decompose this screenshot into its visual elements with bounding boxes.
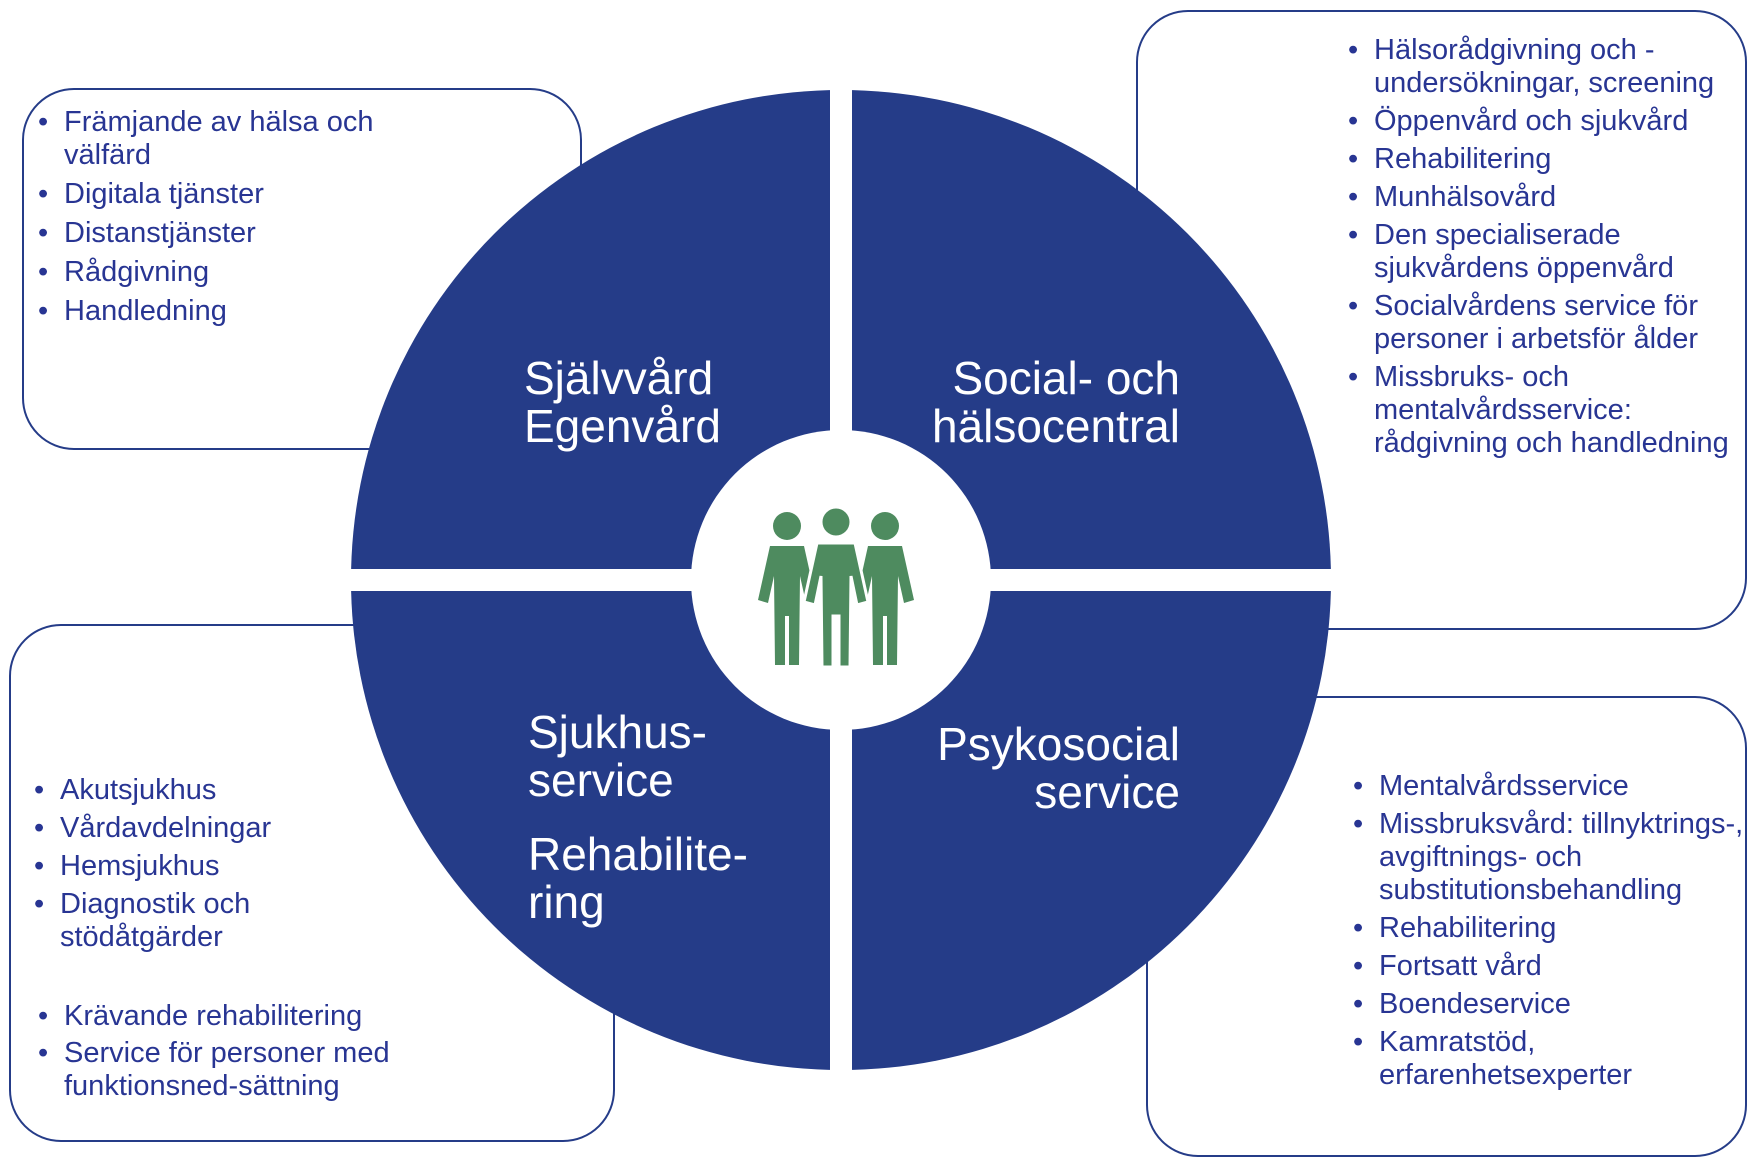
list-item: Hälsorådgivning och -undersökningar, scr… — [1340, 34, 1745, 100]
list-item: Vårdavdelningar — [26, 812, 366, 845]
quadrant-label-line: Social- och — [952, 352, 1180, 404]
quadrant-bottom-left — [351, 580, 841, 1070]
list-item: Digitala tjänster — [30, 178, 400, 211]
list-item: Missbruksvård: tillnyktrings-, avgiftnin… — [1345, 808, 1745, 907]
list-item: Handledning — [30, 295, 400, 328]
quadrant-label-self-care: Självvård Egenvård — [524, 354, 804, 450]
list-item: Den specialiserade sjukvårdens öppenvård — [1340, 219, 1745, 285]
list-item: Diagnostik och stödåtgärder — [26, 888, 366, 954]
list-item: Rehabilitering — [1340, 143, 1745, 176]
list-item: Öppenvård och sjukvård — [1340, 105, 1745, 138]
list-item: Krävande rehabilitering — [30, 1000, 410, 1033]
quadrant-label-psychosocial: Psykosocial service — [880, 720, 1180, 816]
list-item: Missbruks- och mentalvårdsservice: rådgi… — [1340, 361, 1745, 460]
self-care-list: Främjande av hälsa och välfärd Digitala … — [30, 106, 400, 334]
list-item: Akutsjukhus — [26, 774, 366, 807]
list-item: Kamratstöd, erfarenhetsexperter — [1345, 1026, 1745, 1092]
quadrant-label-line: service — [528, 754, 674, 806]
quadrant-label-line: Egenvård — [524, 400, 721, 452]
list-item: Socialvårdens service för personer i arb… — [1340, 290, 1745, 356]
list-item: Hemsjukhus — [26, 850, 366, 883]
quadrant-label-line: Rehabilite- — [528, 828, 748, 880]
list-item: Främjande av hälsa och välfärd — [30, 106, 400, 172]
quadrant-label-line: service — [1034, 766, 1180, 818]
list-item: Mentalvårdsservice — [1345, 770, 1745, 803]
quadrant-label-line: Psykosocial — [937, 718, 1180, 770]
list-item: Rådgivning — [30, 256, 400, 289]
health-centre-list: Hälsorådgivning och -undersökningar, scr… — [1340, 34, 1745, 465]
quadrant-label-hospital: Sjukhus- service Rehabilite- ring — [528, 708, 788, 926]
list-item: Munhälsovård — [1340, 181, 1745, 214]
quadrant-label-line: Självvård — [524, 352, 714, 404]
quadrant-label-line: hälsocentral — [931, 400, 1180, 452]
quadrant-label-line: ring — [528, 876, 605, 928]
list-item: Boendeservice — [1345, 988, 1745, 1021]
hospital-list: Akutsjukhus Vårdavdelningar Hemsjukhus D… — [26, 774, 366, 959]
quadrant-top-left — [351, 90, 841, 580]
quadrant-label-line: Sjukhus- — [528, 706, 707, 758]
quadrant-label-health-centre: Social- och hälsocentral — [880, 354, 1180, 450]
psychosocial-list: Mentalvårdsservice Missbruksvård: tillny… — [1345, 770, 1745, 1097]
quadrant-top-right — [841, 90, 1331, 580]
list-item: Fortsatt vård — [1345, 950, 1745, 983]
list-item: Service för personer med funktionsned-sä… — [30, 1037, 410, 1103]
list-item: Rehabilitering — [1345, 912, 1745, 945]
group-of-people-icon — [758, 505, 914, 669]
rehabilitation-list: Krävande rehabilitering Service för pers… — [30, 1000, 410, 1107]
quadrant-bottom-right — [841, 580, 1331, 1070]
list-item: Distanstjänster — [30, 217, 400, 250]
